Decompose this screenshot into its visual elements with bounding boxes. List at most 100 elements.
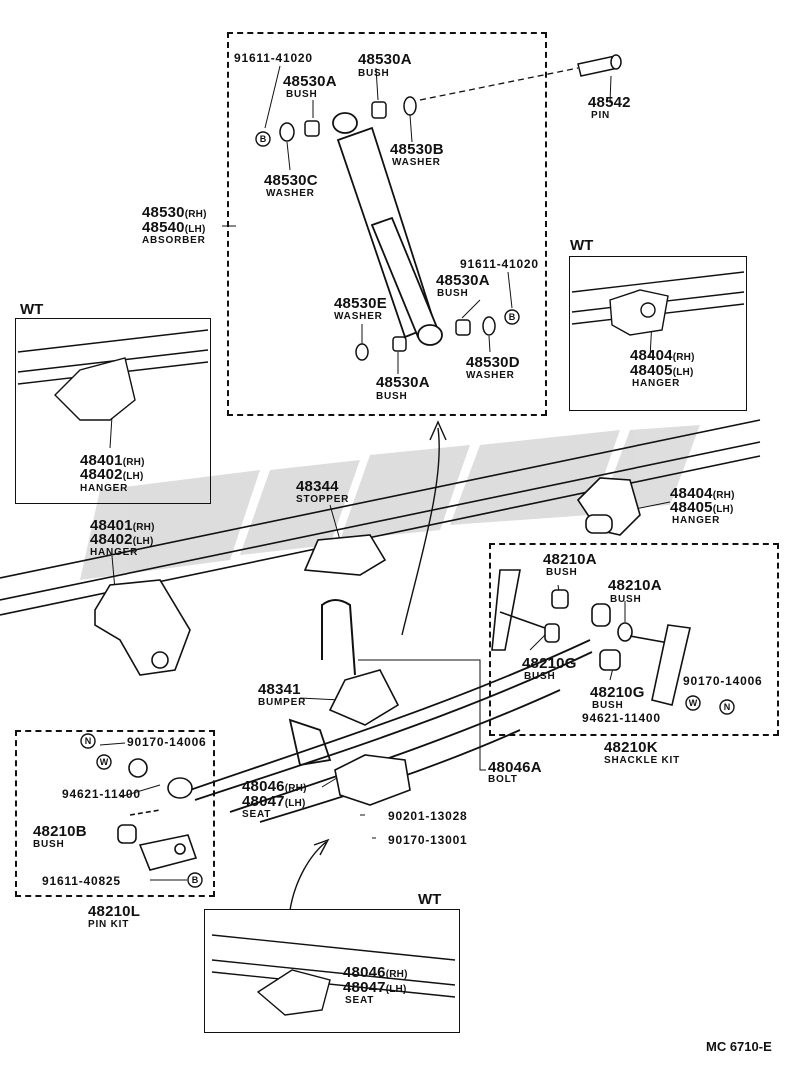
absorber-name: ABSORBER: [142, 235, 206, 246]
hanger-front-wt-pn-lh: 48402(LH): [80, 466, 144, 483]
pin-48542: [577, 54, 622, 77]
w-n-mark-circles: [80, 695, 735, 770]
absorber-washer-e-name: WASHER: [334, 311, 383, 322]
pin-kit-bush: 48210B: [33, 823, 87, 840]
absorber-bolt-top: 91611-41020: [234, 51, 313, 65]
bumper-part: [328, 669, 400, 726]
shackle-kit-box: [489, 543, 779, 736]
shackle-washer: 94621-11400: [582, 711, 661, 725]
b-mark-circles: [187, 131, 520, 888]
washer-90201: 90201-13028: [388, 809, 468, 823]
bolt-pn: 48046A: [488, 759, 542, 776]
pin-kit-parts: [117, 809, 198, 871]
absorber-washer-b-name: WASHER: [392, 157, 441, 168]
svg-text:W: W: [689, 698, 698, 708]
shackle-nut: 90170-14006: [683, 674, 763, 688]
hanger-front-wt-name: HANGER: [80, 483, 129, 494]
hanger-rear-pn-lh: 48405(LH): [670, 499, 734, 516]
inset-front-hanger-box: [15, 318, 211, 504]
pin-kit-washer: 94621-11400: [62, 787, 141, 801]
inset-seat-drawing: [211, 934, 456, 1016]
absorber-bush-a1-name: BUSH: [358, 68, 390, 79]
bumper-pn: 48341: [258, 681, 301, 698]
seat-part: [334, 754, 411, 806]
absorber-bush-a4: 48530A: [376, 374, 430, 391]
svg-text:B: B: [509, 312, 516, 322]
absorber-bush-a1: 48530A: [358, 51, 412, 68]
pin-kit-name: PIN KIT: [88, 919, 130, 930]
pin-kit-bolt: 91611-40825: [42, 874, 121, 888]
pin-pn: 48542: [588, 94, 631, 111]
seat-wt-pn-rh: 48046(RH): [343, 964, 408, 981]
absorber-washer-e: 48530E: [334, 295, 387, 312]
hanger-front-part: [94, 579, 191, 676]
shackle-bush-g1-name: BUSH: [524, 671, 556, 682]
wt-label-rear: WT: [570, 237, 594, 254]
seat-name: SEAT: [242, 809, 272, 820]
inset-rear-hanger-drawing: [571, 271, 745, 336]
stopper-pn: 48344: [296, 478, 339, 495]
absorber-bush-a2-name: BUSH: [286, 89, 318, 100]
inset-front-hanger-drawing: [17, 329, 209, 421]
pin-kit-box: [15, 730, 215, 897]
shackle-bush-g2: 48210G: [590, 684, 645, 701]
absorber-washer-c-name: WASHER: [266, 188, 315, 199]
svg-text:N: N: [85, 736, 92, 746]
bolt-name: BOLT: [488, 774, 518, 785]
absorber-group-box: [227, 32, 547, 416]
seat-wt-name: SEAT: [345, 995, 375, 1006]
arrow-to-absorber: [401, 420, 447, 636]
absorber-pn-rh: 48530(RH): [142, 204, 207, 221]
hanger-rear-part: [576, 477, 641, 536]
arrow-to-seat-wt: [289, 838, 330, 911]
nut-90170: 90170-13001: [388, 833, 468, 847]
absorber-washer-c: 48530C: [264, 172, 318, 189]
absorber-small-parts: [279, 96, 496, 361]
pin-kit-pn: 48210L: [88, 903, 141, 920]
hanger-rear-wt-name: HANGER: [632, 378, 681, 389]
shackle-parts: [491, 569, 691, 706]
absorber-washer-d: 48530D: [466, 354, 520, 371]
pin-kit-bush-name: BUSH: [33, 839, 65, 850]
hanger-front-pn-rh: 48401(RH): [90, 517, 155, 534]
u-bolt: [321, 599, 356, 676]
shackle-bush-g2-name: BUSH: [592, 700, 624, 711]
absorber-bush-a4-name: BUSH: [376, 391, 408, 402]
inset-seat-box: [204, 909, 460, 1033]
svg-text:W: W: [100, 757, 109, 767]
shackle-bush-a1-name: BUSH: [546, 567, 578, 578]
spring-eye-front: [128, 758, 193, 799]
hanger-front-name: HANGER: [90, 547, 139, 558]
svg-text:B: B: [260, 134, 267, 144]
hanger-rear-wt-pn-rh: 48404(RH): [630, 347, 695, 364]
pin-name: PIN: [591, 110, 611, 121]
stopper-part: [303, 534, 387, 576]
absorber-bush-a3: 48530A: [436, 272, 490, 289]
bumper-name: BUMPER: [258, 697, 307, 708]
hanger-rear-name: HANGER: [672, 515, 721, 526]
absorber-bush-a3-name: BUSH: [437, 288, 469, 299]
absorber-bush-a2: 48530A: [283, 73, 337, 90]
shackle-bush-a1: 48210A: [543, 551, 597, 568]
hanger-front-wt-pn-rh: 48401(RH): [80, 452, 145, 469]
hanger-rear-wt-pn-lh: 48405(LH): [630, 362, 694, 379]
absorber-washer-d-name: WASHER: [466, 370, 515, 381]
seat-pn-rh: 48046(RH): [242, 778, 307, 795]
diagram-code: MC 6710-E: [706, 1039, 772, 1054]
seat-pn-lh: 48047(LH): [242, 793, 306, 810]
shackle-bush-a2-name: BUSH: [610, 594, 642, 605]
pin-kit-nut: 90170-14006: [127, 735, 207, 749]
hanger-front-pn-lh: 48402(LH): [90, 531, 154, 548]
absorber-pn-lh: 48540(LH): [142, 219, 206, 236]
wt-label-seat: WT: [418, 891, 442, 908]
absorber-washer-b: 48530B: [390, 141, 444, 158]
wt-label-front: WT: [20, 301, 44, 318]
shackle-bush-g1: 48210G: [522, 655, 577, 672]
shackle-kit-name: SHACKLE KIT: [604, 755, 681, 766]
inset-rear-hanger-box: [569, 256, 747, 411]
shock-absorber: [332, 112, 443, 346]
shackle-bush-a2: 48210A: [608, 577, 662, 594]
stopper-name: STOPPER: [296, 494, 350, 505]
svg-text:N: N: [724, 702, 731, 712]
